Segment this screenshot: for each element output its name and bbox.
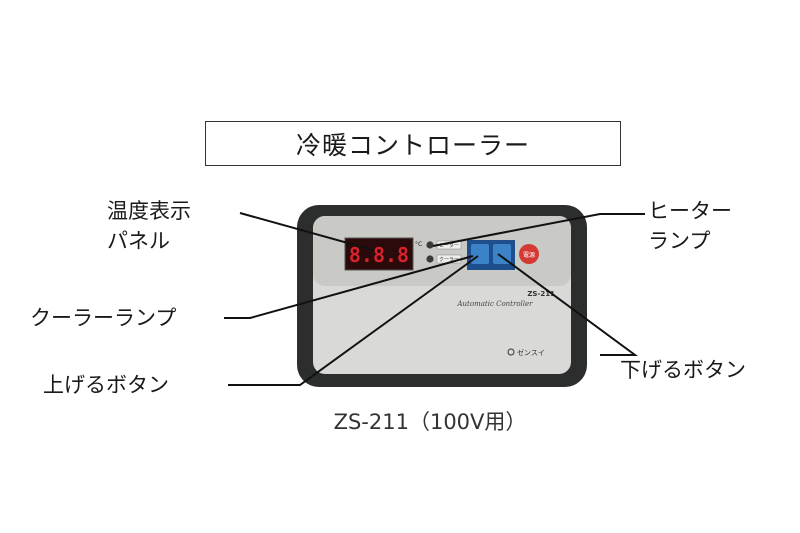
page-title: 冷暖コントローラー	[295, 130, 530, 160]
down-button-label: 下げるボタン	[620, 358, 746, 382]
power-button[interactable]	[519, 244, 539, 264]
up-button-label: 上げるボタン	[43, 373, 169, 397]
cooler-lamp-callout-line	[224, 255, 474, 319]
cooler-lamp	[426, 255, 434, 263]
cooler-lamp-label: クーラーランプ	[30, 306, 177, 330]
model-caption: ZS-211（100V用）	[333, 410, 527, 434]
cooler-lamp-text: クーラー	[439, 257, 459, 263]
down-button[interactable]	[493, 244, 511, 264]
heater-lamp-label: ヒーター ランプ	[648, 199, 732, 253]
heater-lamp-text: ヒーター	[439, 242, 459, 249]
maker-logo-icon	[507, 348, 515, 356]
up-button-callout-line	[228, 255, 479, 386]
degree-mark: °C	[415, 241, 422, 248]
title-box: 冷暖コントローラー	[205, 121, 621, 166]
model-badge: ZS-211	[527, 290, 555, 298]
brand-script: Automatic Controller	[456, 300, 533, 308]
maker-name: ゼンスイ	[517, 348, 545, 357]
callout-lines	[224, 212, 645, 386]
temperature-display-panel	[344, 237, 414, 271]
heater-lamp	[426, 241, 434, 249]
display-panel-label: 温度表示 パネル	[107, 199, 191, 253]
up-button[interactable]	[471, 244, 489, 264]
heater-lamp-callout-line	[432, 213, 645, 247]
display-panel-callout-line	[239, 212, 374, 251]
power-label: 電源	[523, 251, 535, 259]
down-button-callout-line	[497, 253, 639, 356]
